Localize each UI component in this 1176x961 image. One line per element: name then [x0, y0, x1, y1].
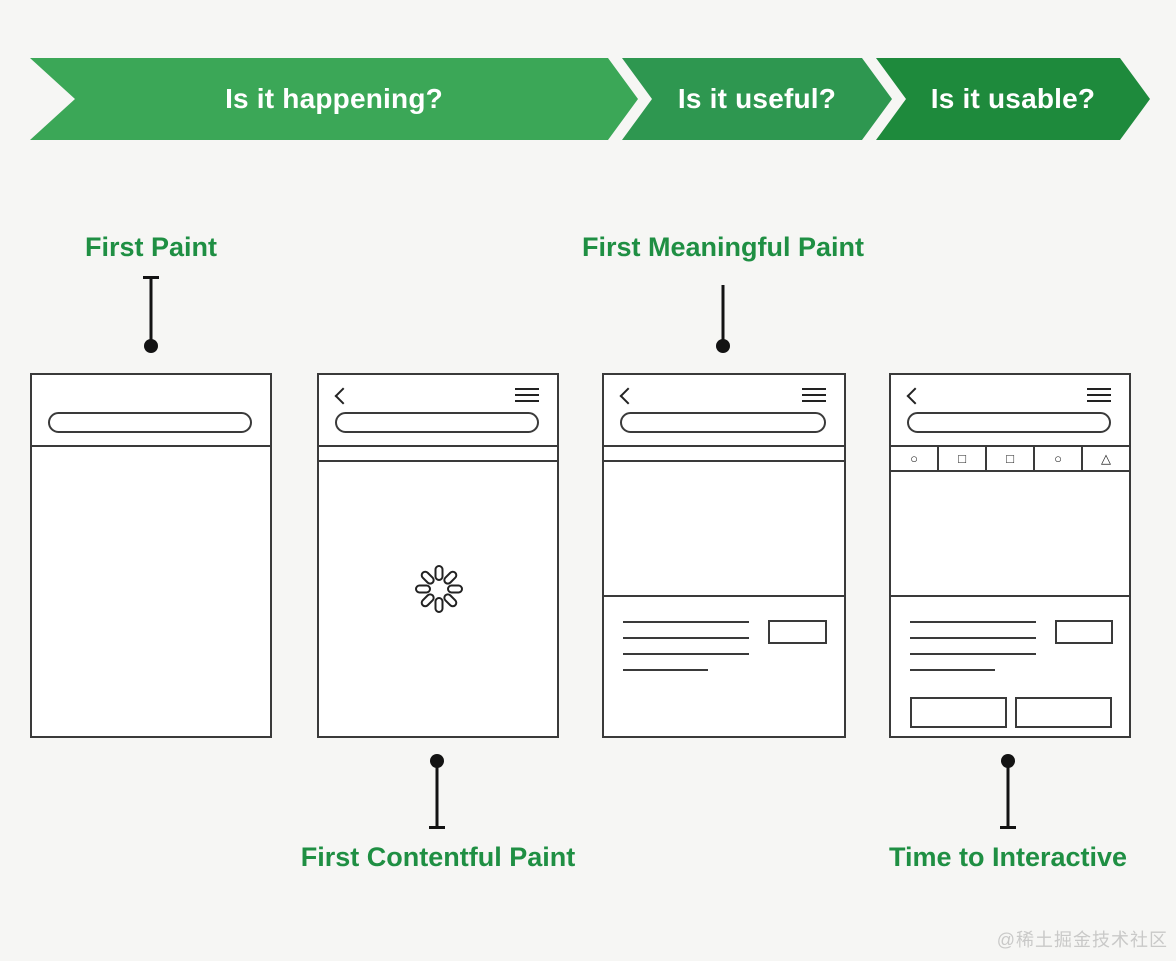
watermark: @稀土掘金技术社区: [996, 930, 1168, 950]
loading-spinner-icon: [415, 565, 463, 613]
banner-is-it-useful: Is it useful?: [622, 58, 892, 140]
toolbar-strip: [319, 445, 557, 462]
phone-mockup-first-paint: [30, 373, 272, 738]
banner-is-it-usable: Is it usable?: [876, 58, 1150, 140]
connector-cap: [1000, 826, 1016, 829]
banner-is-it-happening: Is it happening?: [30, 58, 638, 140]
button-placeholder: [1015, 697, 1112, 728]
connector-line: [149, 276, 153, 346]
browser-header: [319, 375, 557, 447]
connector-dot: [716, 339, 730, 353]
square-icon: □: [985, 446, 1033, 470]
banner-label: Is it useful?: [677, 83, 837, 114]
toolbar-strip: [604, 445, 844, 462]
text-line-placeholder: [910, 669, 995, 671]
hamburger-menu-icon: [1087, 388, 1111, 406]
circle-icon: ○: [1033, 446, 1081, 470]
hamburger-menu-icon: [515, 388, 539, 406]
phone-mockup-first-contentful-paint: [317, 373, 559, 738]
triangle-icon: △: [1081, 446, 1129, 470]
text-line-placeholder: [623, 653, 749, 655]
section-divider: [604, 595, 844, 597]
text-line-placeholder: [910, 621, 1036, 623]
browser-header: [32, 375, 270, 447]
label-first-contentful-paint: First Contentful Paint: [300, 842, 576, 872]
phone-mockup-time-to-interactive: ○ □ □ ○ △: [889, 373, 1131, 738]
back-icon: [619, 387, 637, 405]
text-line-placeholder: [623, 637, 749, 639]
banner-label: Is it usable?: [930, 83, 1096, 114]
circle-icon: ○: [910, 450, 918, 466]
button-placeholder: [910, 697, 1007, 728]
label-first-paint: First Paint: [84, 232, 218, 262]
text-line-placeholder: [910, 637, 1036, 639]
label-first-meaningful-paint: First Meaningful Paint: [581, 232, 865, 262]
url-bar: [907, 412, 1111, 433]
url-bar: [335, 412, 539, 433]
back-icon: [906, 387, 924, 405]
connector-line: [1006, 760, 1010, 828]
browser-header: [604, 375, 844, 447]
image-placeholder: [1055, 620, 1113, 644]
banner-label: Is it happening?: [225, 83, 443, 114]
connector-cap: [429, 826, 445, 829]
url-bar: [620, 412, 826, 433]
connector-line: [435, 760, 439, 828]
text-line-placeholder: [910, 653, 1036, 655]
square-icon: □: [937, 446, 985, 470]
text-line-placeholder: [623, 669, 708, 671]
section-divider: [891, 595, 1129, 597]
label-time-to-interactive: Time to Interactive: [888, 842, 1128, 872]
back-icon: [334, 387, 352, 405]
connector-line: [721, 285, 725, 346]
image-placeholder: [768, 620, 827, 644]
browser-header: [891, 375, 1129, 447]
connector-dot: [144, 339, 158, 353]
phone-mockup-first-meaningful-paint: [602, 373, 846, 738]
hamburger-menu-icon: [802, 388, 826, 406]
control-toolbar: ○ □ □ ○ △: [891, 446, 1129, 472]
text-line-placeholder: [623, 621, 749, 623]
url-bar: [48, 412, 252, 433]
